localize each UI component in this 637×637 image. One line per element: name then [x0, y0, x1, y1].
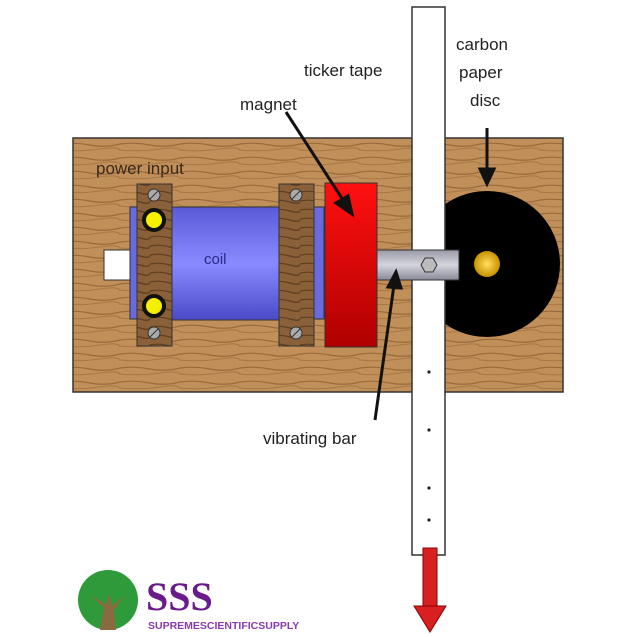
logo-initials: SSS — [146, 574, 213, 619]
screw-icon — [289, 326, 303, 340]
vibrating-bar — [376, 249, 460, 281]
terminal-top — [142, 208, 166, 232]
vibrating-bar-label: vibrating bar — [263, 429, 357, 448]
pointer-arrows — [284, 111, 497, 421]
carbon-label-3: disc — [470, 91, 501, 110]
power-input-label: power input — [96, 159, 184, 178]
logo: SSS SUPREMESCIENTIFICSUPPLY — [78, 570, 299, 632]
screw-icon — [147, 188, 161, 202]
magnet-label: magnet — [240, 95, 297, 114]
disc-center — [474, 251, 500, 277]
bracket-right — [278, 183, 315, 347]
terminal-bottom — [142, 294, 166, 318]
coil-label: coil — [204, 251, 227, 268]
ticker-tape-label: ticker tape — [304, 61, 382, 80]
tape-direction-arrow — [413, 547, 447, 633]
tape-dots — [427, 370, 431, 522]
screw-icon — [289, 188, 303, 202]
carbon-label-1: carbon — [456, 35, 508, 54]
hex-nut-icon — [420, 257, 438, 273]
ticker-tape — [411, 6, 446, 556]
logo-name: SUPREMESCIENTIFICSUPPLY — [148, 620, 299, 632]
coil — [169, 206, 283, 321]
screw-icon — [147, 326, 161, 340]
carbon-label-2: paper — [459, 63, 503, 82]
